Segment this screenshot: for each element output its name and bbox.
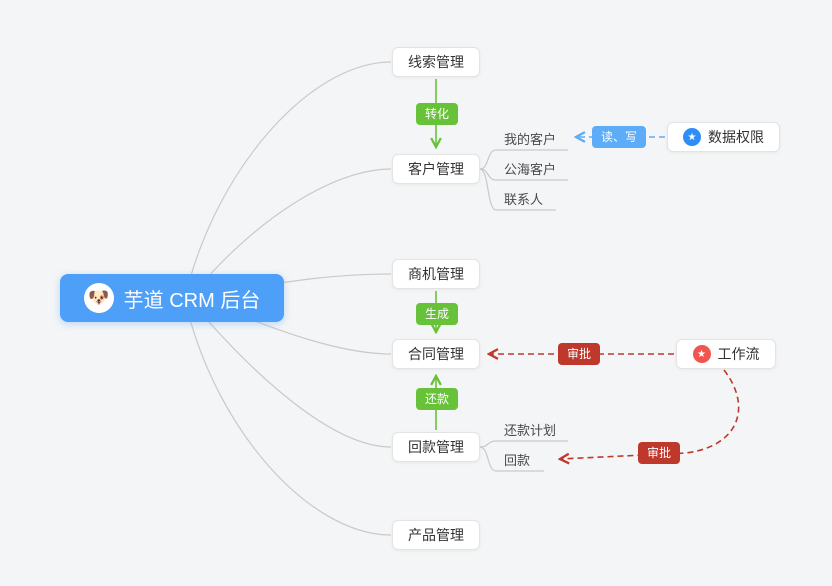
branch-line-clue [184,61,392,299]
subline-contact [479,168,556,211]
node-workflow[interactable]: ★ 工作流 [676,339,776,369]
branch-line-receivable [194,305,392,448]
node-contract-management[interactable]: 合同管理 [392,339,480,369]
branch-line-product [184,299,392,536]
subline-my-customer [479,149,568,170]
subnode-receipt: 回款 [504,453,531,468]
node-clue-label: 线索管理 [408,54,464,70]
root-node-crm-backend[interactable]: 🐶 芋道 CRM 后台 [60,274,284,322]
branch-line-customer [194,168,392,293]
edge-label-generate: 生成 [416,303,459,325]
node-customer-management[interactable]: 客户管理 [392,154,480,184]
node-contract-label: 合同管理 [408,346,464,362]
edge-label-convert: 转化 [416,103,459,125]
star-icon: ★ [683,128,701,146]
node-workflow-label: 工作流 [717,346,760,362]
node-product-management[interactable]: 产品管理 [392,520,480,550]
subnode-pool-customer: 公海客户 [504,162,557,177]
edge-label-approve-receipt: 审批 [638,442,681,464]
edge-label-repay: 还款 [416,388,459,410]
node-receivable-management[interactable]: 回款管理 [392,432,480,462]
node-customer-label: 客户管理 [408,161,464,177]
subnode-repay-plan: 还款计划 [504,423,557,438]
edge-label-approve-contract: 审批 [558,343,601,365]
subnode-my-customer: 我的客户 [504,132,557,147]
root-node-label: 芋道 CRM 后台 [123,289,261,312]
node-business-label: 商机管理 [408,266,464,282]
dog-emoji-icon: 🐶 [83,283,114,313]
star-icon: ★ [692,345,711,363]
subline-receipt [479,446,544,472]
node-clue-management[interactable]: 线索管理 [392,47,480,77]
node-data-permission[interactable]: ★ 数据权限 [667,122,780,152]
node-data-permission-label: 数据权限 [708,129,764,145]
subline-repay-plan [479,440,568,448]
node-receivable-label: 回款管理 [408,439,464,455]
edge-label-read-write: 读、写 [592,126,647,148]
node-business-management[interactable]: 商机管理 [392,259,480,289]
edge-approve-receipt-line [560,369,740,459]
subnode-contact: 联系人 [504,192,544,207]
node-product-label: 产品管理 [408,527,464,543]
